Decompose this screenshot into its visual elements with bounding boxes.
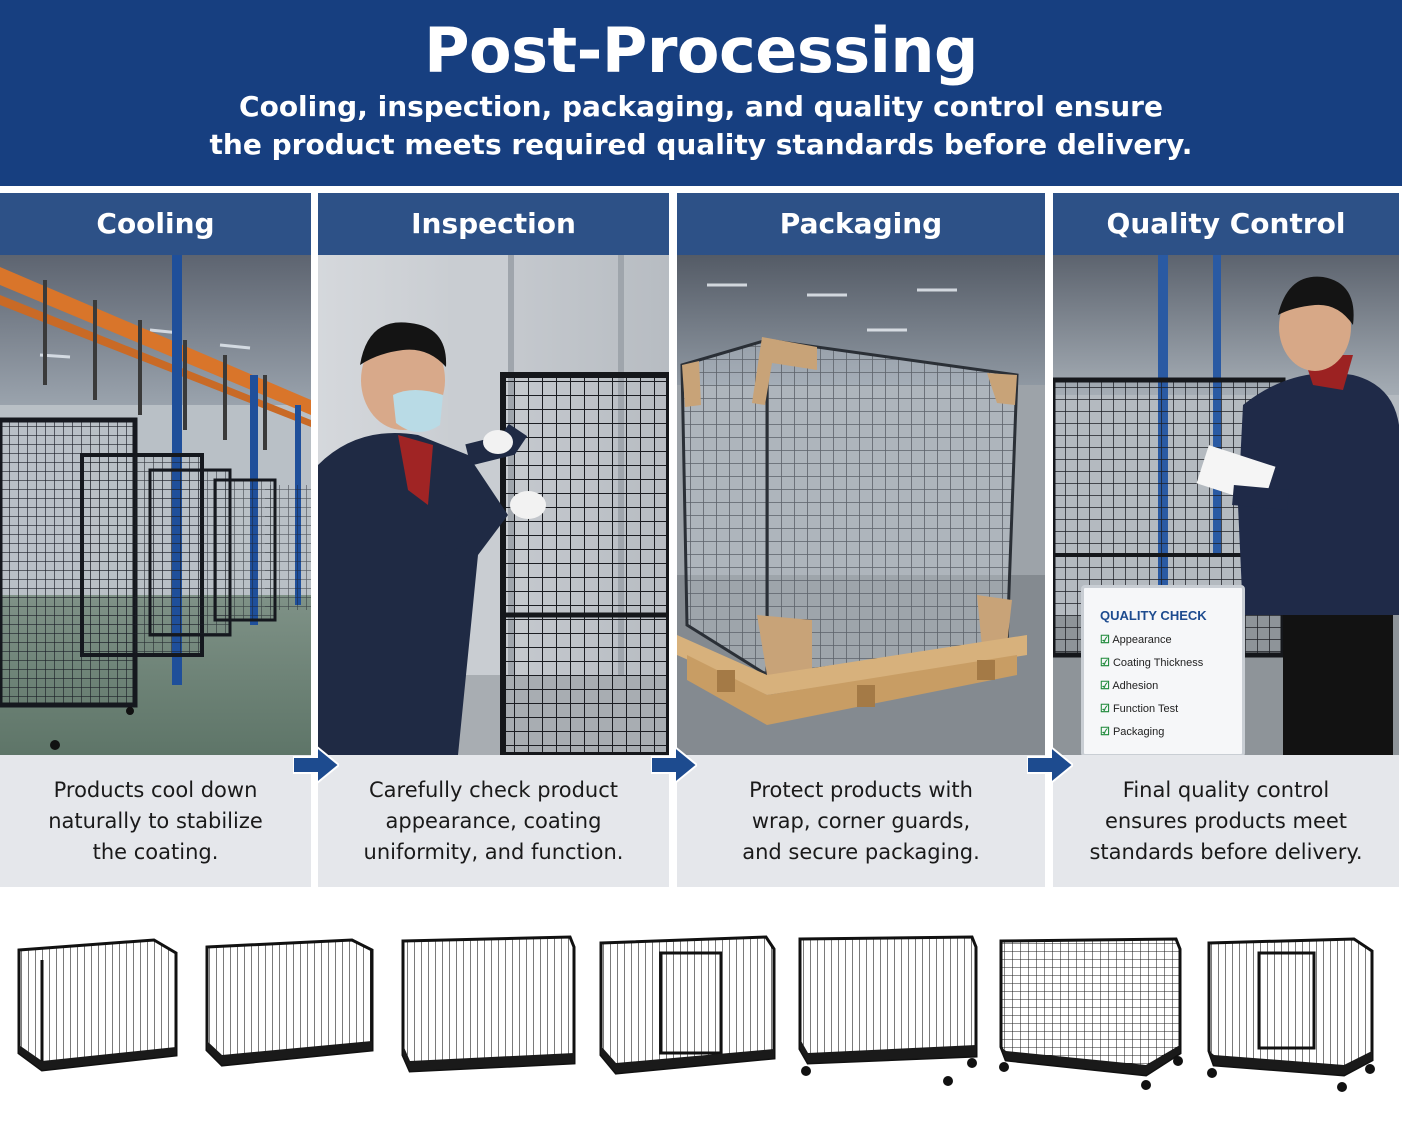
quality-check-board: QUALITY CHECK ☑ Appearance ☑ Coating Thi… [1081, 585, 1245, 755]
step-description: Protect products with wrap, corner guard… [742, 777, 980, 864]
checkbox-icon: ☑ [1100, 657, 1110, 669]
arrow-right-icon [651, 745, 697, 785]
step-description: Products cool down naturally to stabiliz… [48, 777, 263, 864]
checklist-item: ☑ Adhesion [1100, 680, 1159, 692]
checklist-item: ☑ Function Test [1100, 703, 1179, 715]
step-panel-inspection: Inspection [318, 193, 669, 887]
step-title: Quality Control [1053, 193, 1399, 255]
step-panel-packaging: Packaging [677, 193, 1045, 887]
step-description: Carefully check product appearance, coat… [363, 777, 624, 864]
step-title: Cooling [0, 193, 311, 255]
cage-product-image [599, 935, 776, 1075]
cage-product-image [798, 935, 978, 1086]
checklist-item: ☑ Coating Thickness [1100, 657, 1204, 669]
quality-control-photo: QUALITY CHECK ☑ Appearance ☑ Coating Thi… [1053, 255, 1399, 755]
checkbox-icon: ☑ [1100, 634, 1110, 646]
checkbox-icon: ☑ [1100, 726, 1110, 738]
step-panel-quality-control: Quality Control [1053, 193, 1399, 887]
step-panel-cooling: Cooling [0, 193, 311, 887]
cage-product-image [17, 938, 178, 1072]
cage-product-image [205, 938, 374, 1067]
checkbox-icon: ☑ [1100, 703, 1110, 715]
arrow-right-icon [1027, 745, 1073, 785]
checklist-item: ☑ Appearance [1100, 634, 1172, 646]
cage-product-image [401, 935, 576, 1073]
cage-product-image [999, 937, 1183, 1090]
subtitle-line-1: Cooling, inspection, packaging, and qual… [239, 90, 1163, 123]
packaging-photo [677, 255, 1045, 755]
step-title: Inspection [318, 193, 669, 255]
header-banner: Post-Processing Cooling, inspection, pac… [0, 0, 1402, 186]
step-title: Packaging [677, 193, 1045, 255]
inspection-photo [318, 255, 669, 755]
page-subtitle: Cooling, inspection, packaging, and qual… [0, 88, 1402, 164]
step-description: Final quality control ensures products m… [1089, 777, 1363, 864]
quality-check-title: QUALITY CHECK [1100, 608, 1207, 623]
checkbox-icon: ☑ [1100, 680, 1110, 692]
cooling-photo [0, 255, 311, 755]
page-title: Post-Processing [424, 14, 978, 87]
cage-product-image [1207, 937, 1375, 1092]
subtitle-line-2: the product meets required quality stand… [209, 128, 1193, 161]
checklist-item: ☑ Packaging [1100, 726, 1165, 738]
arrow-right-icon [293, 745, 339, 785]
product-gallery [0, 895, 1402, 1122]
